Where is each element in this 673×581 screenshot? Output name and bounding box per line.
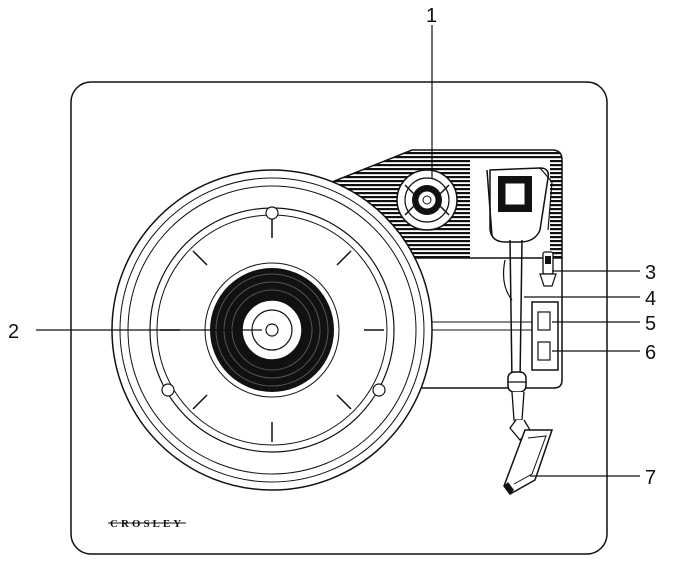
callout-4: 4 xyxy=(645,288,656,310)
callout-7: 7 xyxy=(645,467,656,489)
tonearm xyxy=(486,167,554,495)
callout-5: 5 xyxy=(645,313,656,335)
callout-1: 1 xyxy=(426,5,437,27)
callout-2: 2 xyxy=(8,321,19,343)
turntable-body xyxy=(70,81,608,555)
brand-logo: CROSLEY xyxy=(110,518,184,530)
callout-3: 3 xyxy=(645,262,656,284)
side-panel xyxy=(420,257,563,389)
callout-leaders xyxy=(36,25,640,477)
cue-lever xyxy=(539,251,557,287)
switch-panel xyxy=(531,301,559,371)
callout-6: 6 xyxy=(645,342,656,364)
adapter-holder xyxy=(396,169,458,231)
